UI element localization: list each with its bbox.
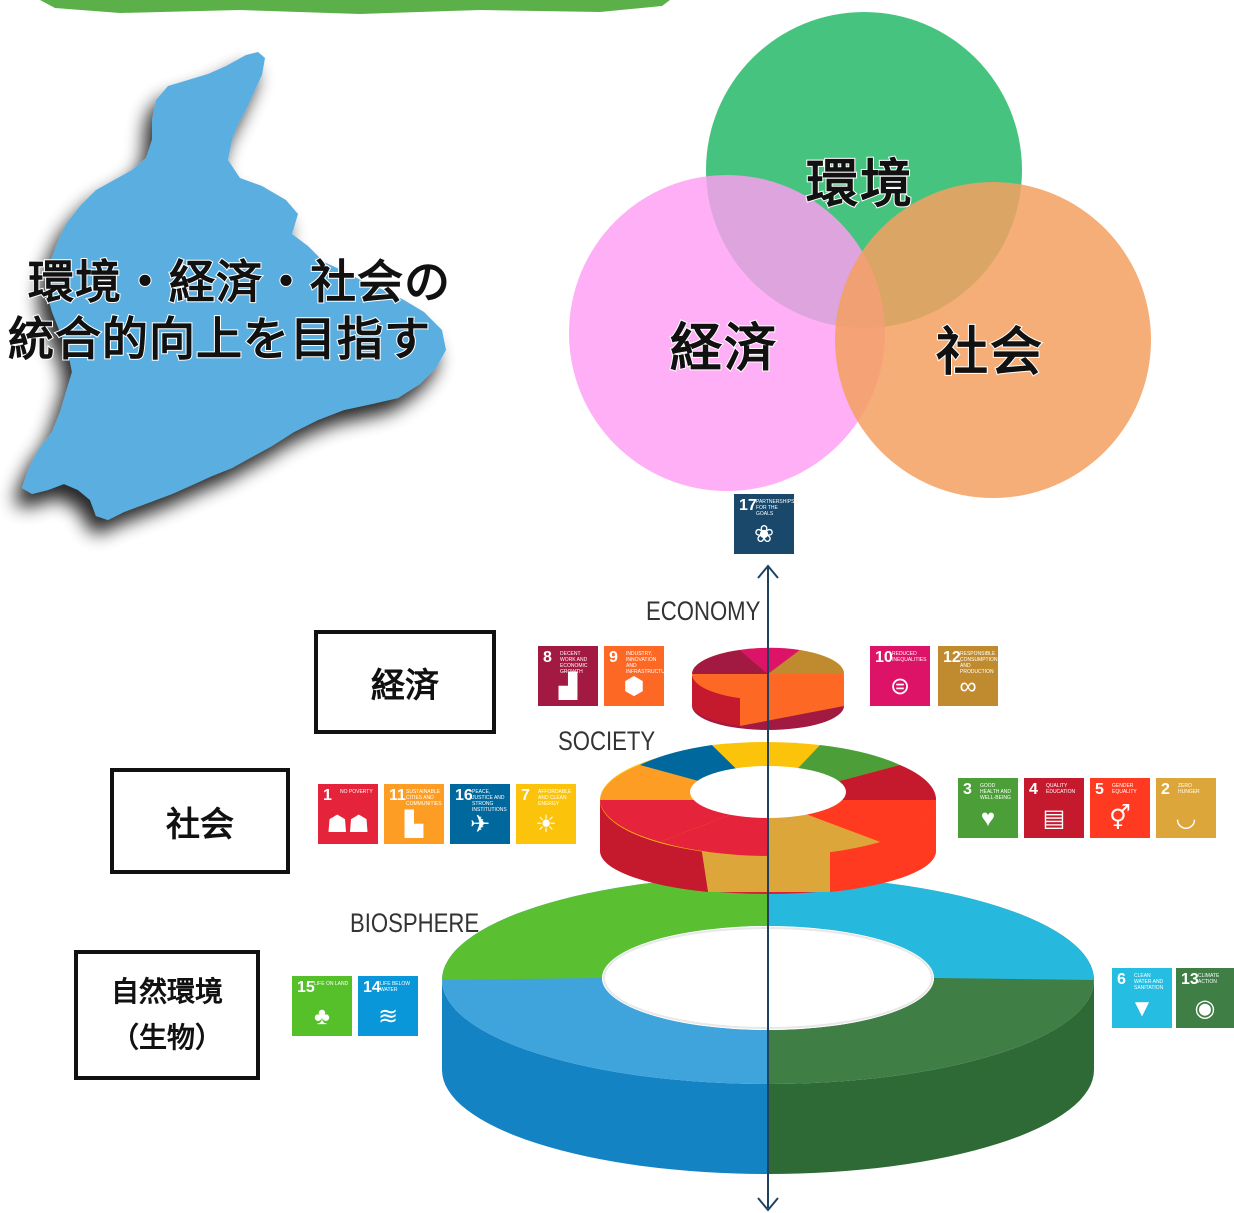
venn-label-environment: 環境: [805, 154, 915, 216]
heartbeat-icon: ♥: [980, 805, 996, 832]
book-icon: ▤: [1042, 805, 1066, 832]
sdg-tile-caption: Peace, justice and strong institutions: [472, 789, 507, 813]
fish-icon: ≋: [377, 1003, 399, 1030]
sdg-tile-5: 5 Gender equality ⚥: [1090, 778, 1150, 838]
sdg-tile-number: 7: [521, 787, 530, 804]
sdg-tile-caption: No poverty: [340, 789, 373, 795]
sdg-tile-16: 16 Peace, justice and strong institution…: [450, 784, 510, 844]
infinity-icon: ∞: [959, 673, 977, 700]
venn-circle-economy: [569, 175, 885, 491]
sdg-tile-number: 6: [1117, 971, 1126, 988]
sdg-tile-number: 17: [739, 497, 757, 514]
sdg-tile-12: 12 Responsible consumption and productio…: [938, 646, 998, 706]
sdg-tile-caption: Sustainable cities and communities: [406, 789, 442, 807]
sdg-tile-number: 14: [363, 979, 381, 996]
sdg-tile-13: 13 Climate action ◉: [1176, 968, 1234, 1028]
sdg-tile-caption: Climate action: [1198, 973, 1220, 985]
venn-circle-society: [835, 182, 1151, 498]
sdg-tile-caption: Clean water and sanitation: [1134, 973, 1164, 991]
gender-icon: ⚥: [1109, 805, 1131, 832]
sdg-tile-caption: Industry, innovation and infrastructure: [626, 651, 664, 675]
sdg-tile-caption: Reduced inequalities: [892, 651, 927, 663]
sdg-tile-caption: Affordable and clean energy: [538, 789, 572, 807]
sdg-tile-number: 9: [609, 649, 618, 666]
sdg-tile-14: 14 Life below water ≋: [358, 976, 418, 1036]
sdg-tile-6: 6 Clean water and sanitation ▼: [1112, 968, 1172, 1028]
sdg-tile-17: 17 Partnerships for the goals ❀: [734, 494, 794, 554]
equals-circle-icon: ⊜: [889, 673, 911, 700]
sdg-tile-11: 11 Sustainable cities and communities ▙: [384, 784, 444, 844]
sdg-tile-number: 1: [323, 787, 332, 804]
flower-ring-icon: ❀: [753, 521, 775, 548]
box-nature-line1: 自然環境: [110, 975, 223, 1008]
top-banner: [40, 0, 670, 14]
level-label-society: SOCIETY: [558, 726, 656, 756]
sdg-tile-number: 12: [943, 649, 961, 666]
sun-icon: ☀: [535, 811, 557, 838]
sdg-tile-number: 13: [1181, 971, 1199, 988]
sdg-tile-10: 10 Reduced inequalities ⊜: [870, 646, 930, 706]
sdg-tile-9: 9 Industry, innovation and infrastructur…: [604, 646, 664, 706]
level-label-economy: ECONOMY: [646, 596, 761, 626]
sdg-tile-number: 3: [963, 781, 972, 798]
sdg-tile-number: 4: [1029, 781, 1038, 798]
eye-globe-icon: ◉: [1194, 995, 1216, 1022]
sdg-tile-2: 2 Zero hunger ◡: [1156, 778, 1216, 838]
sdg-tile-caption: Life on land: [314, 981, 349, 987]
sdg-tile-number: 10: [875, 649, 893, 666]
sdg-tile-caption: Life below water: [380, 981, 411, 993]
sdg-tile-number: 16: [455, 787, 473, 804]
sdg-tile-15: 15 Life on land ♣: [292, 976, 352, 1036]
sdg-tile-caption: Quality education: [1046, 783, 1076, 795]
family-icon: ☗☗: [326, 811, 370, 838]
sdg-tile-number: 5: [1095, 781, 1104, 798]
sdg-tile-number: 2: [1161, 781, 1170, 798]
tree-icon: ♣: [314, 1003, 330, 1030]
buildings-icon: ▙: [404, 811, 424, 838]
sdg-tile-caption: Responsible consumption and production: [960, 651, 998, 675]
dove-icon: ✈: [469, 811, 491, 838]
box-nature-line2: （生物）: [110, 1021, 223, 1054]
map-heading-line1: 環境・経済・社会の: [27, 254, 451, 310]
level-label-biosphere: BIOSPHERE: [350, 908, 480, 938]
sdg-tile-number: 15: [297, 979, 315, 996]
bowl-icon: ◡: [1175, 805, 1197, 832]
box-society: 社会: [110, 768, 290, 874]
venn-label-economy: 経済: [669, 318, 779, 380]
sdg-tile-3: 3 Good health and well-being ♥: [958, 778, 1018, 838]
sdg-tile-number: 8: [543, 649, 552, 666]
biosphere-ring: [442, 876, 1094, 1174]
sdg-tile-caption: Decent work and economic growth: [560, 651, 588, 675]
sdg-tile-1: 1 No poverty ☗☗: [318, 784, 378, 844]
sdg-tile-7: 7 Affordable and clean energy ☀: [516, 784, 576, 844]
sdg-tile-caption: Zero hunger: [1178, 783, 1200, 795]
sdg-tile-8: 8 Decent work and economic growth ▟: [538, 646, 598, 706]
sdg-tile-4: 4 Quality education ▤: [1024, 778, 1084, 838]
axis-arrow-down: [757, 1197, 779, 1212]
box-nature: 自然環境 （生物）: [74, 950, 260, 1080]
venn-label-society: 社会: [935, 322, 1045, 384]
map-heading-line2: 統合的向上を目指す: [7, 311, 431, 367]
box-economy: 経済: [314, 630, 496, 734]
map-silhouette: [22, 52, 446, 520]
sdg-tile-caption: Gender equality: [1112, 783, 1137, 795]
sdg-tile-number: 11: [389, 787, 406, 804]
cubes-icon: ⬢: [623, 673, 645, 700]
sdg-tile-caption: Partnerships for the goals: [756, 499, 794, 517]
axis-arrow-up: [757, 564, 779, 579]
water-drop-icon: ▼: [1130, 995, 1154, 1022]
sdg-tile-caption: Good health and well-being: [980, 783, 1012, 801]
bar-chart-icon: ▟: [558, 673, 578, 700]
